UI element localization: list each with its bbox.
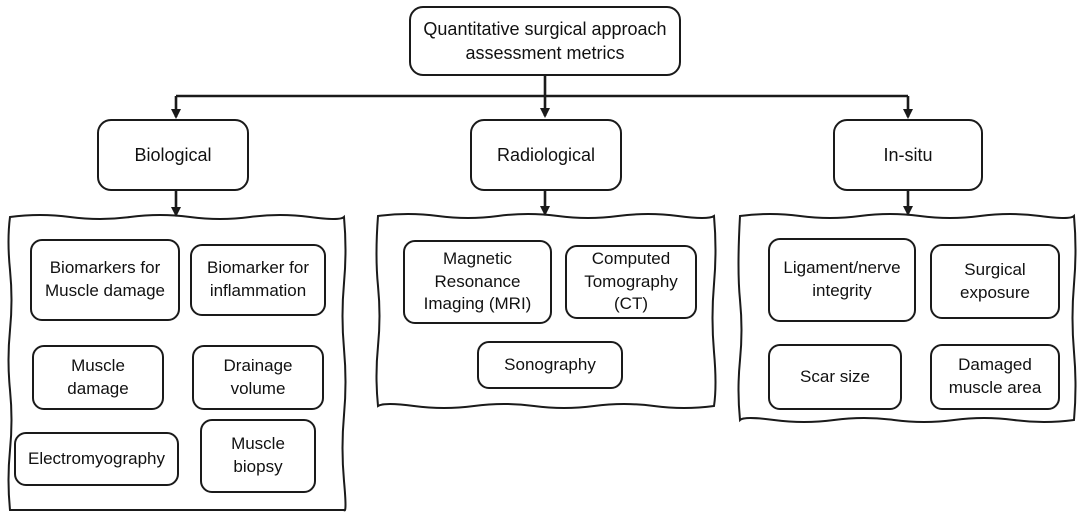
biological-category-node: Biological (97, 119, 249, 191)
radiological-group-panel (375, 213, 717, 409)
ct-node: Computed Tomography (CT) (565, 245, 697, 319)
root-node: Quantitative surgical approach assessmen… (409, 6, 681, 76)
insitu-category-node: In-situ (833, 119, 983, 191)
insitu-group-panel (737, 213, 1077, 423)
biomarkers-muscle-damage-node: Biomarkers for Muscle damage (30, 239, 180, 321)
surgical-exposure-node: Surgical exposure (930, 244, 1060, 319)
drainage-volume-node: Drainage volume (192, 345, 324, 410)
electromyography-node: Electromyography (14, 432, 179, 486)
biomarker-inflammation-node: Biomarker for inflammation (190, 244, 326, 316)
mri-node: Magnetic Resonance Imaging (MRI) (403, 240, 552, 324)
muscle-damage-node: Muscle damage (32, 345, 164, 410)
radiological-category-node: Radiological (470, 119, 622, 191)
damaged-muscle-area-node: Damaged muscle area (930, 344, 1060, 410)
group-panels (7, 213, 1077, 512)
scar-size-node: Scar size (768, 344, 902, 410)
connector-lines (171, 76, 913, 217)
sonography-node: Sonography (477, 341, 623, 389)
ligament-nerve-integrity-node: Ligament/nerve integrity (768, 238, 916, 322)
muscle-biopsy-node: Muscle biopsy (200, 419, 316, 493)
biological-group-panel (7, 214, 347, 512)
